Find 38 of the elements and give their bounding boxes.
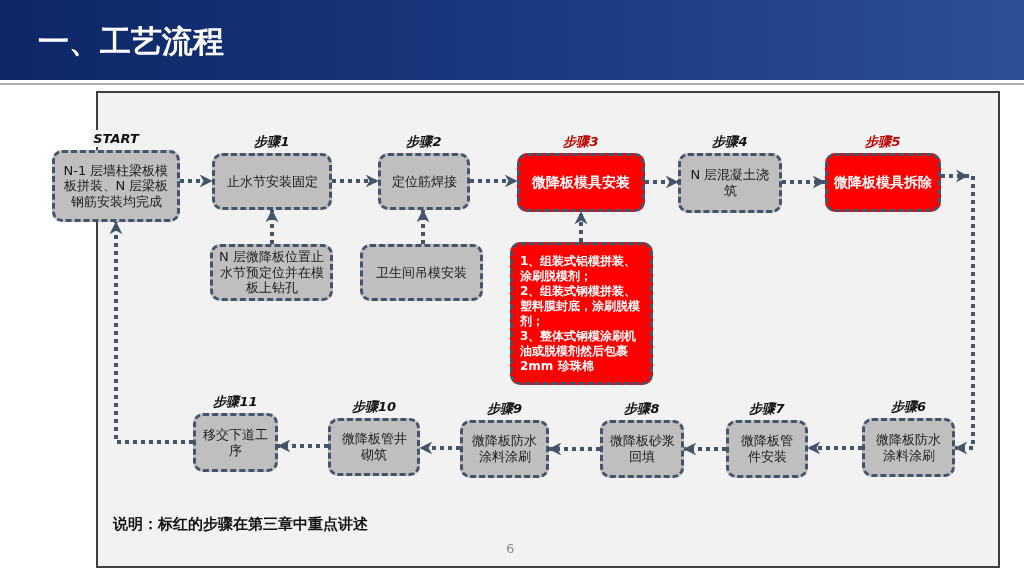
arrow: [683, 442, 726, 456]
arrow: [277, 439, 328, 453]
process-box: 微降板管件安装: [726, 420, 808, 478]
process-box: 微降板防水涂料涂刷: [862, 418, 955, 477]
arrow: [416, 209, 430, 244]
highlight-box: 微降板模具安装: [517, 153, 645, 212]
arrow: [470, 174, 518, 188]
step-label: 步骤9: [484, 400, 525, 417]
arrow: [645, 175, 679, 189]
process-box: N 层微降板位置止水节预定位并在模板上钻孔: [210, 244, 333, 301]
list-item: 3、整体式钢模涂刷机油或脱模剂然后包裹 2mm 珍珠棉: [520, 328, 638, 374]
note-text: 说明：标红的步骤在第三章中重点讲述: [113, 514, 368, 534]
arrow: [782, 175, 826, 189]
process-box: 定位筋焊接: [378, 153, 470, 210]
arrow: [332, 174, 379, 188]
arrow: [548, 442, 600, 456]
step-label: START: [90, 130, 142, 147]
step-label: 步骤6: [888, 398, 929, 415]
step-label: 步骤7: [746, 400, 788, 417]
arrow: [574, 211, 588, 242]
process-box: 微降板砂浆回填: [600, 420, 684, 478]
slide-title: 一、工艺流程: [38, 22, 224, 60]
page-number: 6: [506, 541, 515, 557]
arrow: [419, 441, 460, 455]
process-box: 微降板防水涂料涂刷: [460, 420, 549, 478]
list-item: 2、组装式钢模拼装、塑料膜封底，涂刷脱模剂；: [520, 283, 641, 329]
process-box: 移交下道工序: [193, 413, 278, 472]
process-box: 止水节安装固定: [212, 153, 332, 210]
arrow: [109, 221, 193, 444]
process-box: 卫生间吊模安装: [360, 244, 483, 301]
arrow: [265, 209, 279, 244]
list-item: 1、组装式铝模拼装、涂刷脱模剂；: [520, 253, 638, 284]
process-box: N-1 层墙柱梁板模板拼装、N 层梁板钢筋安装均完成: [52, 150, 180, 222]
arrow: [180, 174, 213, 188]
process-box: 微降板管井砌筑: [328, 418, 420, 476]
arrow: [807, 441, 862, 455]
process-box: N 层混凝土浇筑: [678, 153, 782, 213]
highlight-box: 微降板模具拆除: [825, 153, 941, 212]
